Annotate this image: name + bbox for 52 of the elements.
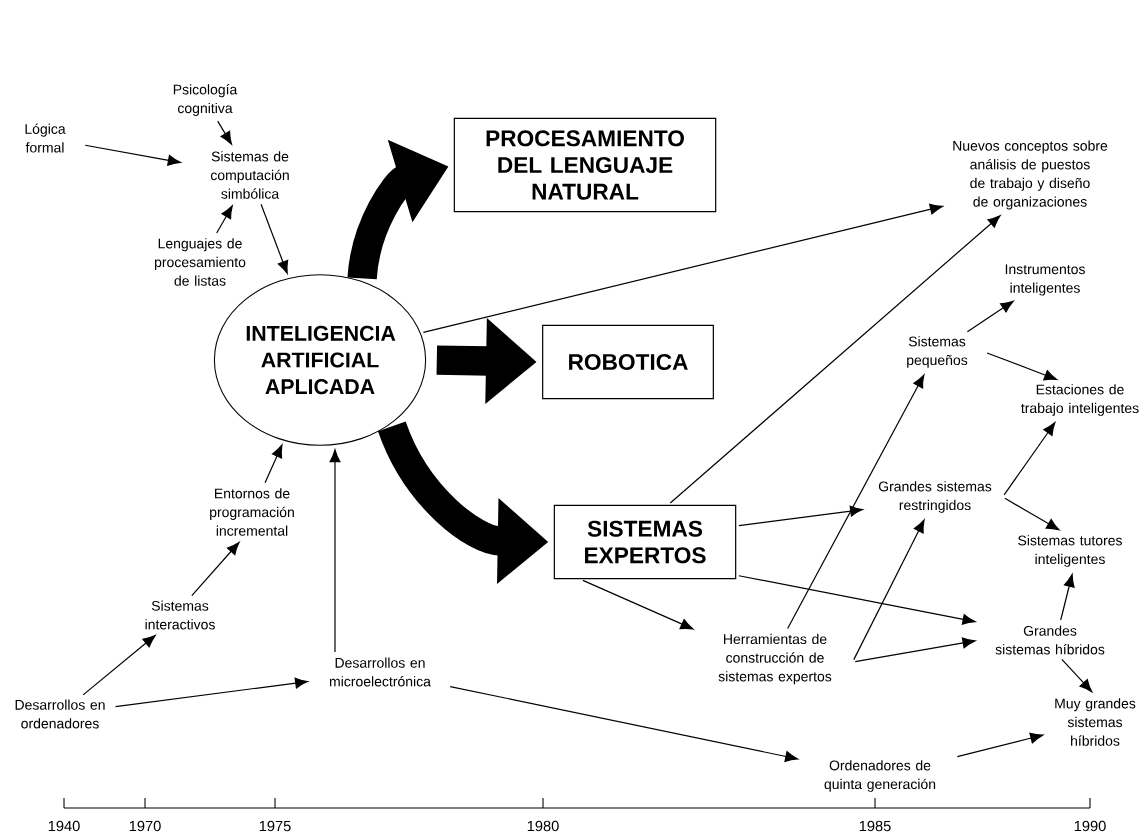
arrow <box>82 634 156 696</box>
arrow <box>582 579 694 630</box>
year-label: 1980 <box>527 820 559 832</box>
node-text: Ordenadores de quinta generación <box>824 760 936 792</box>
arrow <box>854 637 976 663</box>
arrow <box>264 444 283 484</box>
arrow <box>738 505 864 527</box>
year-label: 1940 <box>48 820 80 832</box>
node-text: Sistemas interactivos <box>145 600 215 630</box>
node-text: Instrumentos inteligentes <box>1005 264 1085 296</box>
node-text: Grandes sistemas restringidos <box>878 481 992 513</box>
arrow <box>115 677 309 708</box>
node-text: Sistemas pequeños <box>907 336 968 368</box>
arrow <box>956 732 1044 758</box>
node-text: Desarrollos en ordenadores <box>15 699 105 729</box>
arrow <box>986 352 1058 381</box>
year-label: 1970 <box>129 820 161 832</box>
node-text: Sistemas de computación simbólica <box>210 151 289 199</box>
arrow <box>853 519 925 661</box>
arrow <box>1004 497 1060 531</box>
node-text: Psicología cognitiva <box>173 84 238 116</box>
node-text: Lenguajes de procesamiento de listas <box>155 238 246 286</box>
arrow <box>191 541 240 597</box>
arrow <box>787 374 925 630</box>
node-text: Muy grandes sistemas híbridos <box>1055 698 1136 746</box>
node-text: Estaciones de trabajo inteligentes <box>1021 384 1139 416</box>
year-label: 1975 <box>259 820 291 832</box>
year-label: 1990 <box>1074 820 1106 832</box>
arrow <box>1060 574 1075 621</box>
arrow <box>966 300 1014 333</box>
node-text: Desarrollos en microelectrónica <box>329 657 431 687</box>
node-text: Nuevos conceptos sobre análisis de puestos de trabajo y diseño de organizaciones <box>953 140 1108 210</box>
node-text: Herramientas de construcción de sistemas expertos <box>718 633 832 685</box>
arrow <box>1003 422 1056 496</box>
title-box: ROBOTICA <box>542 324 714 400</box>
arrow <box>422 203 943 333</box>
arrow <box>1061 658 1093 693</box>
arrow <box>449 685 799 762</box>
arrow <box>84 144 181 166</box>
node-text: Lógica formal <box>25 123 66 153</box>
arrow <box>329 449 341 653</box>
year-label: 1985 <box>859 820 891 832</box>
arrow <box>216 205 233 234</box>
title-box: SISTEMAS EXPERTOS <box>553 504 737 580</box>
arrow <box>260 203 289 274</box>
node-text: Entornos de programación incremental <box>210 488 294 536</box>
title-box: PROCESAMIENTO DEL LENGUAJE NATURAL <box>453 117 717 213</box>
node-text: Grandes sistemas híbridos <box>995 625 1105 655</box>
arrow <box>738 575 976 625</box>
node-text: Sistemas tutores inteligentes <box>1018 535 1122 567</box>
arrow <box>669 215 1001 504</box>
arrow <box>217 120 232 145</box>
